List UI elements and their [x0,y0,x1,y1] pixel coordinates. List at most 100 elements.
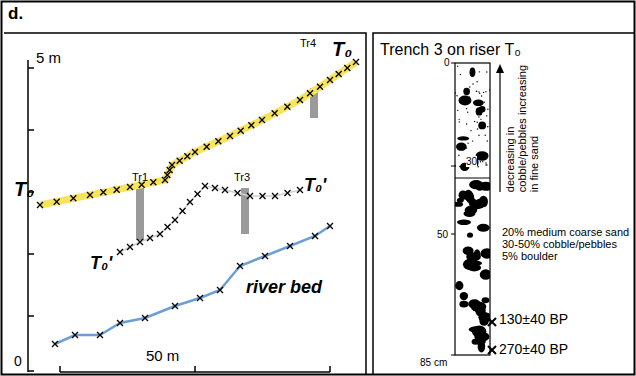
log-column [455,63,490,355]
survey-point [272,110,278,116]
scale-label: 50 m [146,348,179,365]
sample-mark [488,346,496,354]
survey-point [197,295,203,301]
depth-tick [451,166,455,167]
unit-boundary [455,178,490,179]
cobble [471,301,487,312]
survey-point [117,249,123,255]
survey-point [192,149,198,155]
depth-label: 85 cm [420,357,447,368]
cobble [459,301,468,308]
depth-tick [451,355,455,356]
survey-point [336,71,342,77]
cobble [476,151,489,161]
cobble [482,297,490,303]
cobble [470,68,476,78]
fine-grain [486,164,487,165]
surface-name: T₀ [14,178,34,200]
radiocarbon-age: 270±40 BP [499,342,568,357]
survey-point [327,223,333,229]
survey-point [353,59,359,65]
survey-point [100,189,106,195]
cobble [480,248,490,258]
fine-grain [478,116,479,117]
fine-grain [458,119,459,120]
cobble [464,190,473,201]
river-bed-line [55,226,330,344]
cobble [479,106,486,112]
y-tick [28,67,34,69]
depth-label: 50 [437,229,448,240]
fine-grain [478,135,479,136]
fine-grain [470,130,471,131]
y-tick [28,253,34,255]
fine-grain [455,92,456,93]
fine-grain [472,140,473,141]
fine-grain [466,123,467,124]
survey-point [307,90,313,96]
survey-point [237,263,243,269]
cobble [457,136,469,140]
y-tick [28,370,34,372]
fine-grain [485,162,486,163]
trend-arrow [499,70,500,192]
survey-point [147,235,153,241]
depth-tick [451,63,455,64]
fine-grain [456,95,457,96]
fine-grain [476,81,477,82]
fine-grain [476,91,477,92]
trench-label: Tr4 [300,37,316,49]
fine-grain [478,91,479,92]
fine-grain [457,65,458,66]
survey-point [215,138,221,144]
fine-grain [484,102,485,103]
survey-point [169,162,175,168]
fine-grain [486,71,487,72]
sample-mark [488,318,496,326]
cobble [464,210,476,217]
axis-label: 5 m [36,50,61,67]
survey-point [227,133,233,139]
depth-label: 0 [444,57,450,68]
survey-point [260,193,266,199]
survey-point [222,187,228,193]
survey-point [344,65,350,71]
fine-grain [460,74,461,75]
trench-label: Tr3 [234,171,250,183]
cobble [478,341,486,352]
cobble [463,88,470,95]
fine-grain [457,110,458,111]
fine-grain [476,91,477,92]
surface-name: T₀' [90,254,112,274]
panel-letter: d. [8,5,23,24]
cobble [459,96,472,106]
fine-grain [467,112,468,113]
cobble [455,281,463,290]
trench-label: Tr1 [132,171,148,183]
survey-point [97,332,103,338]
fine-grain [480,161,481,162]
survey-point [272,193,278,199]
fine-grain [487,126,488,127]
depth-label: 30 [466,156,477,167]
survey-point [312,233,318,239]
survey-point [72,332,78,338]
survey-point [117,320,123,326]
survey-point [177,158,183,164]
survey-point [70,195,76,201]
survey-point [195,191,201,197]
fine-grain [469,86,470,87]
radiocarbon-age: 130±40 BP [499,312,568,327]
fine-grain [487,140,488,141]
survey-point [137,239,143,245]
fine-grain [466,108,467,109]
survey-point [297,97,303,103]
y-axis [27,60,29,372]
survey-point [202,183,208,189]
survey-point [317,84,323,90]
surface-name: T₀ [332,38,352,60]
cobble [457,219,471,225]
log-frame [373,33,634,375]
survey-point [217,287,223,293]
arrow-head [496,64,504,73]
